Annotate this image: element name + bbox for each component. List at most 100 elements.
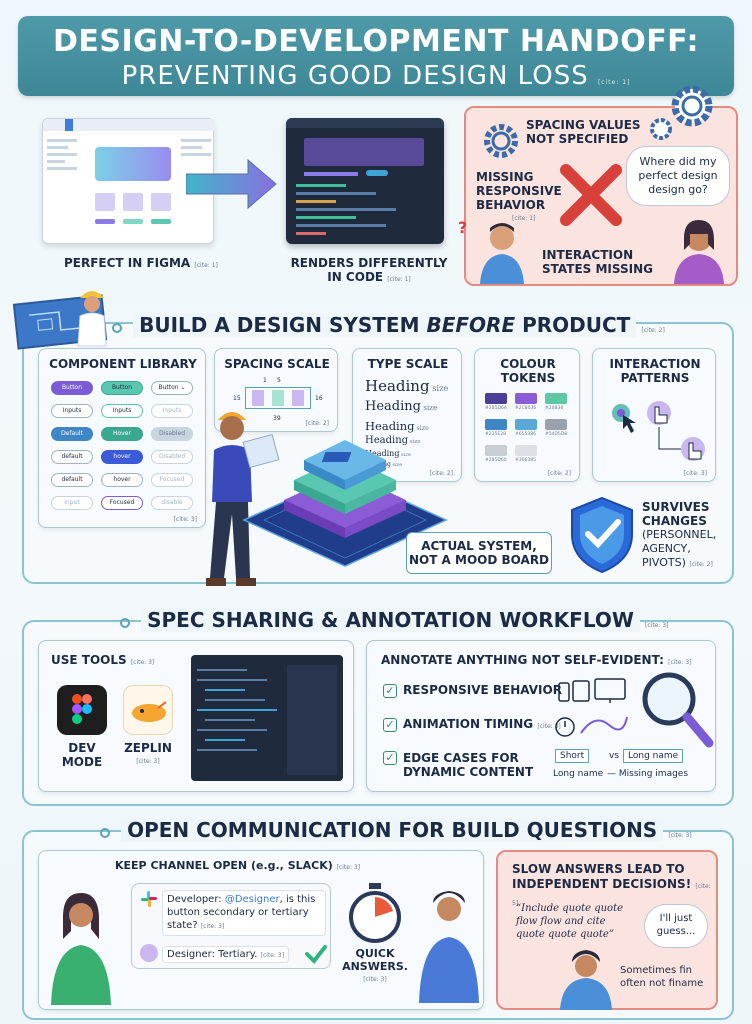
spacing-value: 39 (273, 415, 281, 422)
spacing-value: 5 (277, 377, 281, 384)
responsive-issue-label: MISSING RESPONSIVE BEHAVIOR [cite: 1] (476, 170, 562, 226)
keep-open-text: KEEP CHANNEL OPEN (e.g., SLACK) (115, 859, 333, 872)
x-mark-icon (560, 164, 622, 226)
cite-label: [cite: 3] (645, 622, 669, 629)
developer-message: Developer: @Designer, is this button sec… (162, 890, 326, 936)
missing-images-text: Missing images (618, 769, 689, 779)
issue-line: SPACING VALUES (526, 118, 641, 132)
quote-text: “Include quote quote flow flow and cite … (516, 902, 623, 941)
dev-mode-screenshot (191, 655, 343, 781)
annotate-item-text: DYNAMIC CONTENT (403, 765, 534, 779)
component-sample-button: Disabled (151, 450, 193, 464)
long-name-sample: Long name (623, 749, 684, 763)
size-label: size (399, 452, 411, 458)
cite-label: [cite: 3] (200, 923, 225, 930)
annotate-card: ANNOTATE ANYTHING NOT SELF-EVIDENT: [cit… (366, 640, 716, 792)
card-title: INTERACTION PATTERNS (593, 357, 717, 385)
section-title: OPEN COMMUNICATION FOR BUILD QUESTIONS (121, 818, 664, 842)
survives-line: AGENCY, (642, 542, 691, 555)
problem-panel: SPACING VALUES NOT SPECIFIED MISSING RES… (458, 85, 738, 286)
zeplin-icon[interactable] (123, 685, 173, 735)
size-label: size (408, 439, 421, 445)
type-scale-row: Heading size (365, 435, 421, 446)
slow-line: SLOW ANSWERS LEAD TO (512, 862, 685, 876)
developer-avatar-icon (419, 891, 479, 1003)
cite-label: [cite: 3] (683, 470, 707, 477)
spacing-scale-card: SPACING SCALE 1 5 15 16 39 [cite: 2] (214, 348, 338, 432)
vs-label: vs (609, 751, 620, 761)
annotate-item: ✓ RESPONSIVE BEHAVIOR (383, 683, 562, 698)
page-subtitle: PREVENTING GOOD DESIGN LOSS [cite: 1] (18, 61, 734, 91)
spec-title: SPEC SHARING & ANNOTATION WORKFLOW [cite… (120, 608, 668, 632)
zeplin-text: ZEPLIN (124, 741, 172, 755)
gear-icon (671, 85, 713, 127)
figma-label-text: PERFECT IN FIGMA (64, 256, 191, 270)
sometimes-line: Sometimes fin (620, 965, 692, 976)
colour-swatch (545, 393, 567, 404)
survives-line: SURVIVES (642, 500, 710, 514)
mention-link[interactable]: @Designer (224, 894, 280, 905)
swatch-label: #54D5D8 (545, 432, 568, 437)
swatch-label: #235E28 (485, 432, 506, 437)
slow-answers-panel: SLOW ANSWERS LEAD TO INDEPENDENT DECISIO… (496, 850, 718, 1010)
thinking-person-icon (560, 950, 612, 1010)
card-title-line: INTERACTION (609, 357, 701, 371)
header-banner: DESIGN-TO-DEVELOPMENT HANDOFF: PREVENTIN… (18, 16, 734, 96)
confused-person-icon (480, 223, 524, 284)
stopwatch-curve-icon (555, 716, 628, 737)
type-sample: Heading (365, 449, 400, 458)
type-scale-row: Heading size (365, 419, 429, 433)
spacing-value: 1 (263, 377, 267, 384)
type-scale-row: Heading size (365, 399, 437, 414)
component-sample-button: hover (101, 450, 143, 464)
size-label: size (414, 425, 429, 432)
spacing-value: 16 (315, 395, 323, 402)
annotate-title: ANNOTATE ANYTHING NOT SELF-EVIDENT: [cit… (381, 653, 692, 667)
interaction-patterns-card: INTERACTION PATTERNS [cite: 3] (592, 348, 716, 482)
cite-label: [cite: 2] (689, 561, 713, 568)
designer-person-icon (51, 893, 111, 1005)
slack-channel-card: KEEP CHANNEL OPEN (e.g., SLACK) [cite: 3… (38, 850, 484, 1010)
swatch-label: #285D60 (485, 458, 507, 463)
component-sample-button: Inputs (101, 404, 143, 418)
callout-line: ACTUAL SYSTEM, (421, 539, 537, 553)
annotate-item-text: RESPONSIVE BEHAVIOR (403, 683, 562, 697)
annotate-item: ✓ EDGE CASES FOR DYNAMIC CONTENT (383, 751, 533, 779)
annotate-item: ✓ANIMATION TIMING [cite: 3] (383, 717, 561, 732)
use-tools-card: USE TOOLS [cite: 3] DEV MODE ZEPLIN [cit… (38, 640, 354, 792)
colour-swatch (485, 393, 507, 404)
type-sample: Heading (365, 435, 409, 446)
checkbox-icon: ✓ (383, 684, 397, 698)
checkbox-icon: ✓ (383, 751, 397, 765)
use-tools-text: USE TOOLS (51, 653, 127, 667)
thought-line: guess... (656, 926, 696, 937)
colour-swatch (485, 419, 507, 430)
annotate-item-text: EDGE CASES FOR (403, 751, 519, 765)
cite-label: [cite: 1] (387, 276, 411, 283)
spacing-value: 15 (233, 395, 241, 402)
swatch-label: #2C8036 (515, 406, 537, 411)
size-label: size (429, 383, 449, 393)
card-title: TYPE SCALE (367, 357, 449, 371)
quote-line: flow flow and cite (516, 916, 606, 927)
colour-swatch (515, 419, 537, 430)
card-title-line: TOKENS (500, 371, 556, 385)
cite-label: [cite: 3] (363, 976, 387, 983)
interaction-issue-label: INTERACTION STATES MISSING (542, 248, 653, 276)
component-sample-button: Input (51, 496, 93, 510)
card-title-line: COLOUR (500, 357, 556, 371)
cite-label: [cite: 2] (429, 470, 453, 477)
slack-thread: Developer: @Designer, is this button sec… (131, 883, 331, 969)
speech-line: Where did my (639, 155, 717, 168)
component-sample-button: hover (101, 473, 143, 487)
title-part: PRODUCT (515, 313, 631, 337)
component-sample-button: disable (151, 496, 193, 510)
pointer-icon (612, 401, 705, 461)
figma-label: PERFECT IN FIGMA [cite: 1] (64, 256, 218, 270)
cite-label: [cite: 2] (641, 327, 665, 334)
type-sample: Heading (365, 419, 415, 433)
figma-icon[interactable] (57, 685, 107, 735)
sometimes-line: often not finame (620, 978, 704, 989)
keep-open-label: KEEP CHANNEL OPEN (e.g., SLACK) [cite: 3… (115, 859, 360, 872)
